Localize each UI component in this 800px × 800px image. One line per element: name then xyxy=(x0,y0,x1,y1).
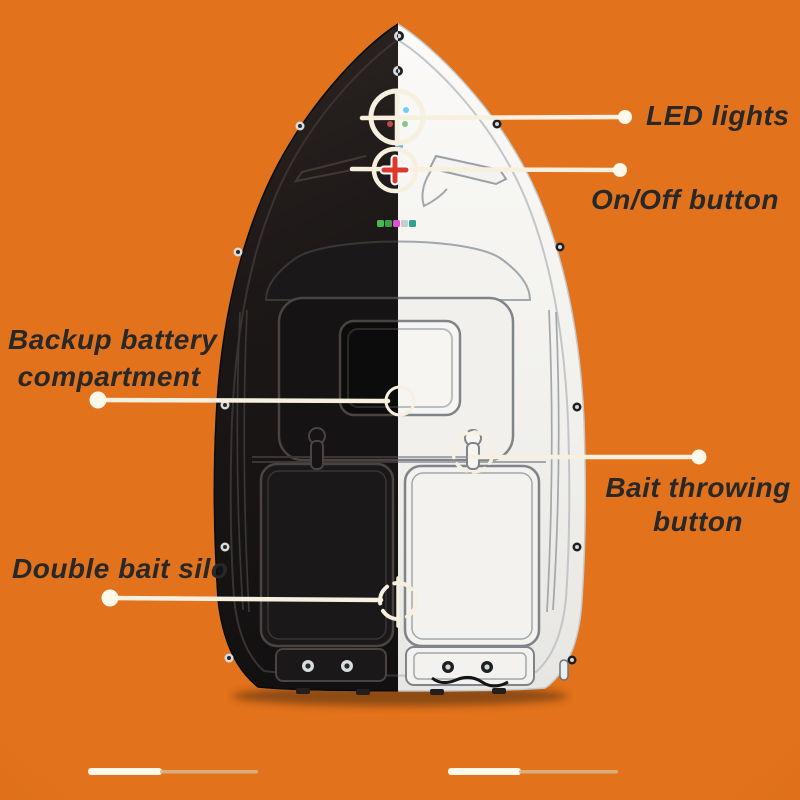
battery-connector xyxy=(95,397,391,404)
led-lights-dot xyxy=(618,110,632,124)
label-bait-throwing-line1: Bait throwing xyxy=(605,472,791,503)
boat xyxy=(213,23,587,706)
callout-dots xyxy=(89,110,707,607)
bait-throwing-dot xyxy=(691,449,707,465)
battery-marker-circle xyxy=(384,385,416,417)
stern-cable xyxy=(431,675,509,688)
silo-dot xyxy=(101,589,119,607)
led-glint-red xyxy=(387,121,393,127)
label-backup-battery-compartment: Backup battery compartment xyxy=(8,321,218,395)
label-backup-battery-line2: compartment xyxy=(17,361,201,392)
on-off-marker-circle xyxy=(371,146,419,194)
label-backup-battery-line1: Backup battery xyxy=(8,324,218,355)
stern-side-slot xyxy=(559,659,569,681)
silo-connector xyxy=(107,595,384,603)
bow-ridge xyxy=(293,155,367,183)
status-led-strip xyxy=(377,220,416,227)
label-on-off-button: On/Off button xyxy=(591,184,779,215)
deck-details-black-half xyxy=(220,31,398,685)
label-bait-throwing-button: Bait throwing button xyxy=(598,471,798,539)
led-lights-marker-circle xyxy=(368,88,426,146)
label-double-bait-silo: Double bait silo xyxy=(12,553,229,584)
label-bait-throwing-line2: button xyxy=(652,506,744,537)
bait-throwing-marker-circle xyxy=(451,430,495,474)
led-glint-blue xyxy=(403,107,409,113)
on-off-dot xyxy=(613,163,627,177)
label-led-lights: LED lights xyxy=(646,100,790,131)
battery-dot xyxy=(89,391,107,409)
speed-lines xyxy=(88,768,618,775)
led-glint-green xyxy=(402,121,408,127)
power-button-cross xyxy=(379,154,411,186)
bow-emblem-swoosh xyxy=(421,167,448,208)
led-lights-connector xyxy=(359,114,628,121)
stern-nubs xyxy=(296,688,506,695)
